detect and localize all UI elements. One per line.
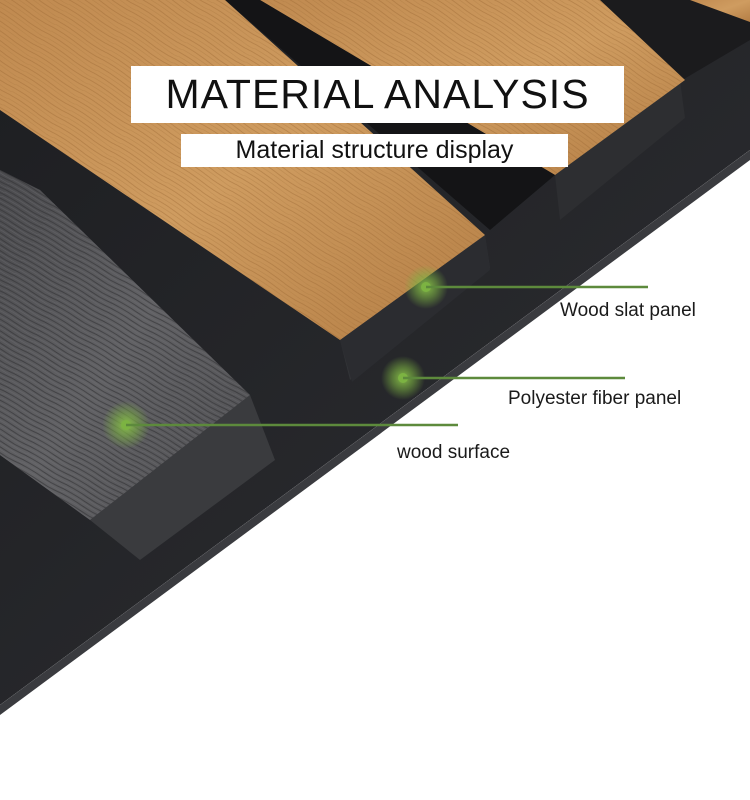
subtitle-banner: Material structure display [181, 134, 568, 167]
gray-slat-side [90, 395, 275, 560]
oak-slat-back-top [690, 0, 750, 22]
callout-label-wood-surface: wood surface [397, 442, 511, 463]
page-title: MATERIAL ANALYSIS [165, 71, 590, 117]
oak-slat-front-end [340, 235, 490, 382]
oak-slat-middle-side [555, 80, 685, 220]
callout-label-wood-slat-panel: Wood slat panel [560, 300, 696, 321]
page-subtitle: Material structure display [235, 136, 514, 164]
oak-slat-front-grain [0, 0, 485, 340]
gray-slat-grain [0, 170, 250, 520]
callout-label-polyester-fiber-panel: Polyester fiber panel [508, 388, 682, 409]
white-background [0, 150, 750, 800]
felt-edge [0, 150, 750, 715]
title-banner: MATERIAL ANALYSIS [131, 66, 624, 123]
